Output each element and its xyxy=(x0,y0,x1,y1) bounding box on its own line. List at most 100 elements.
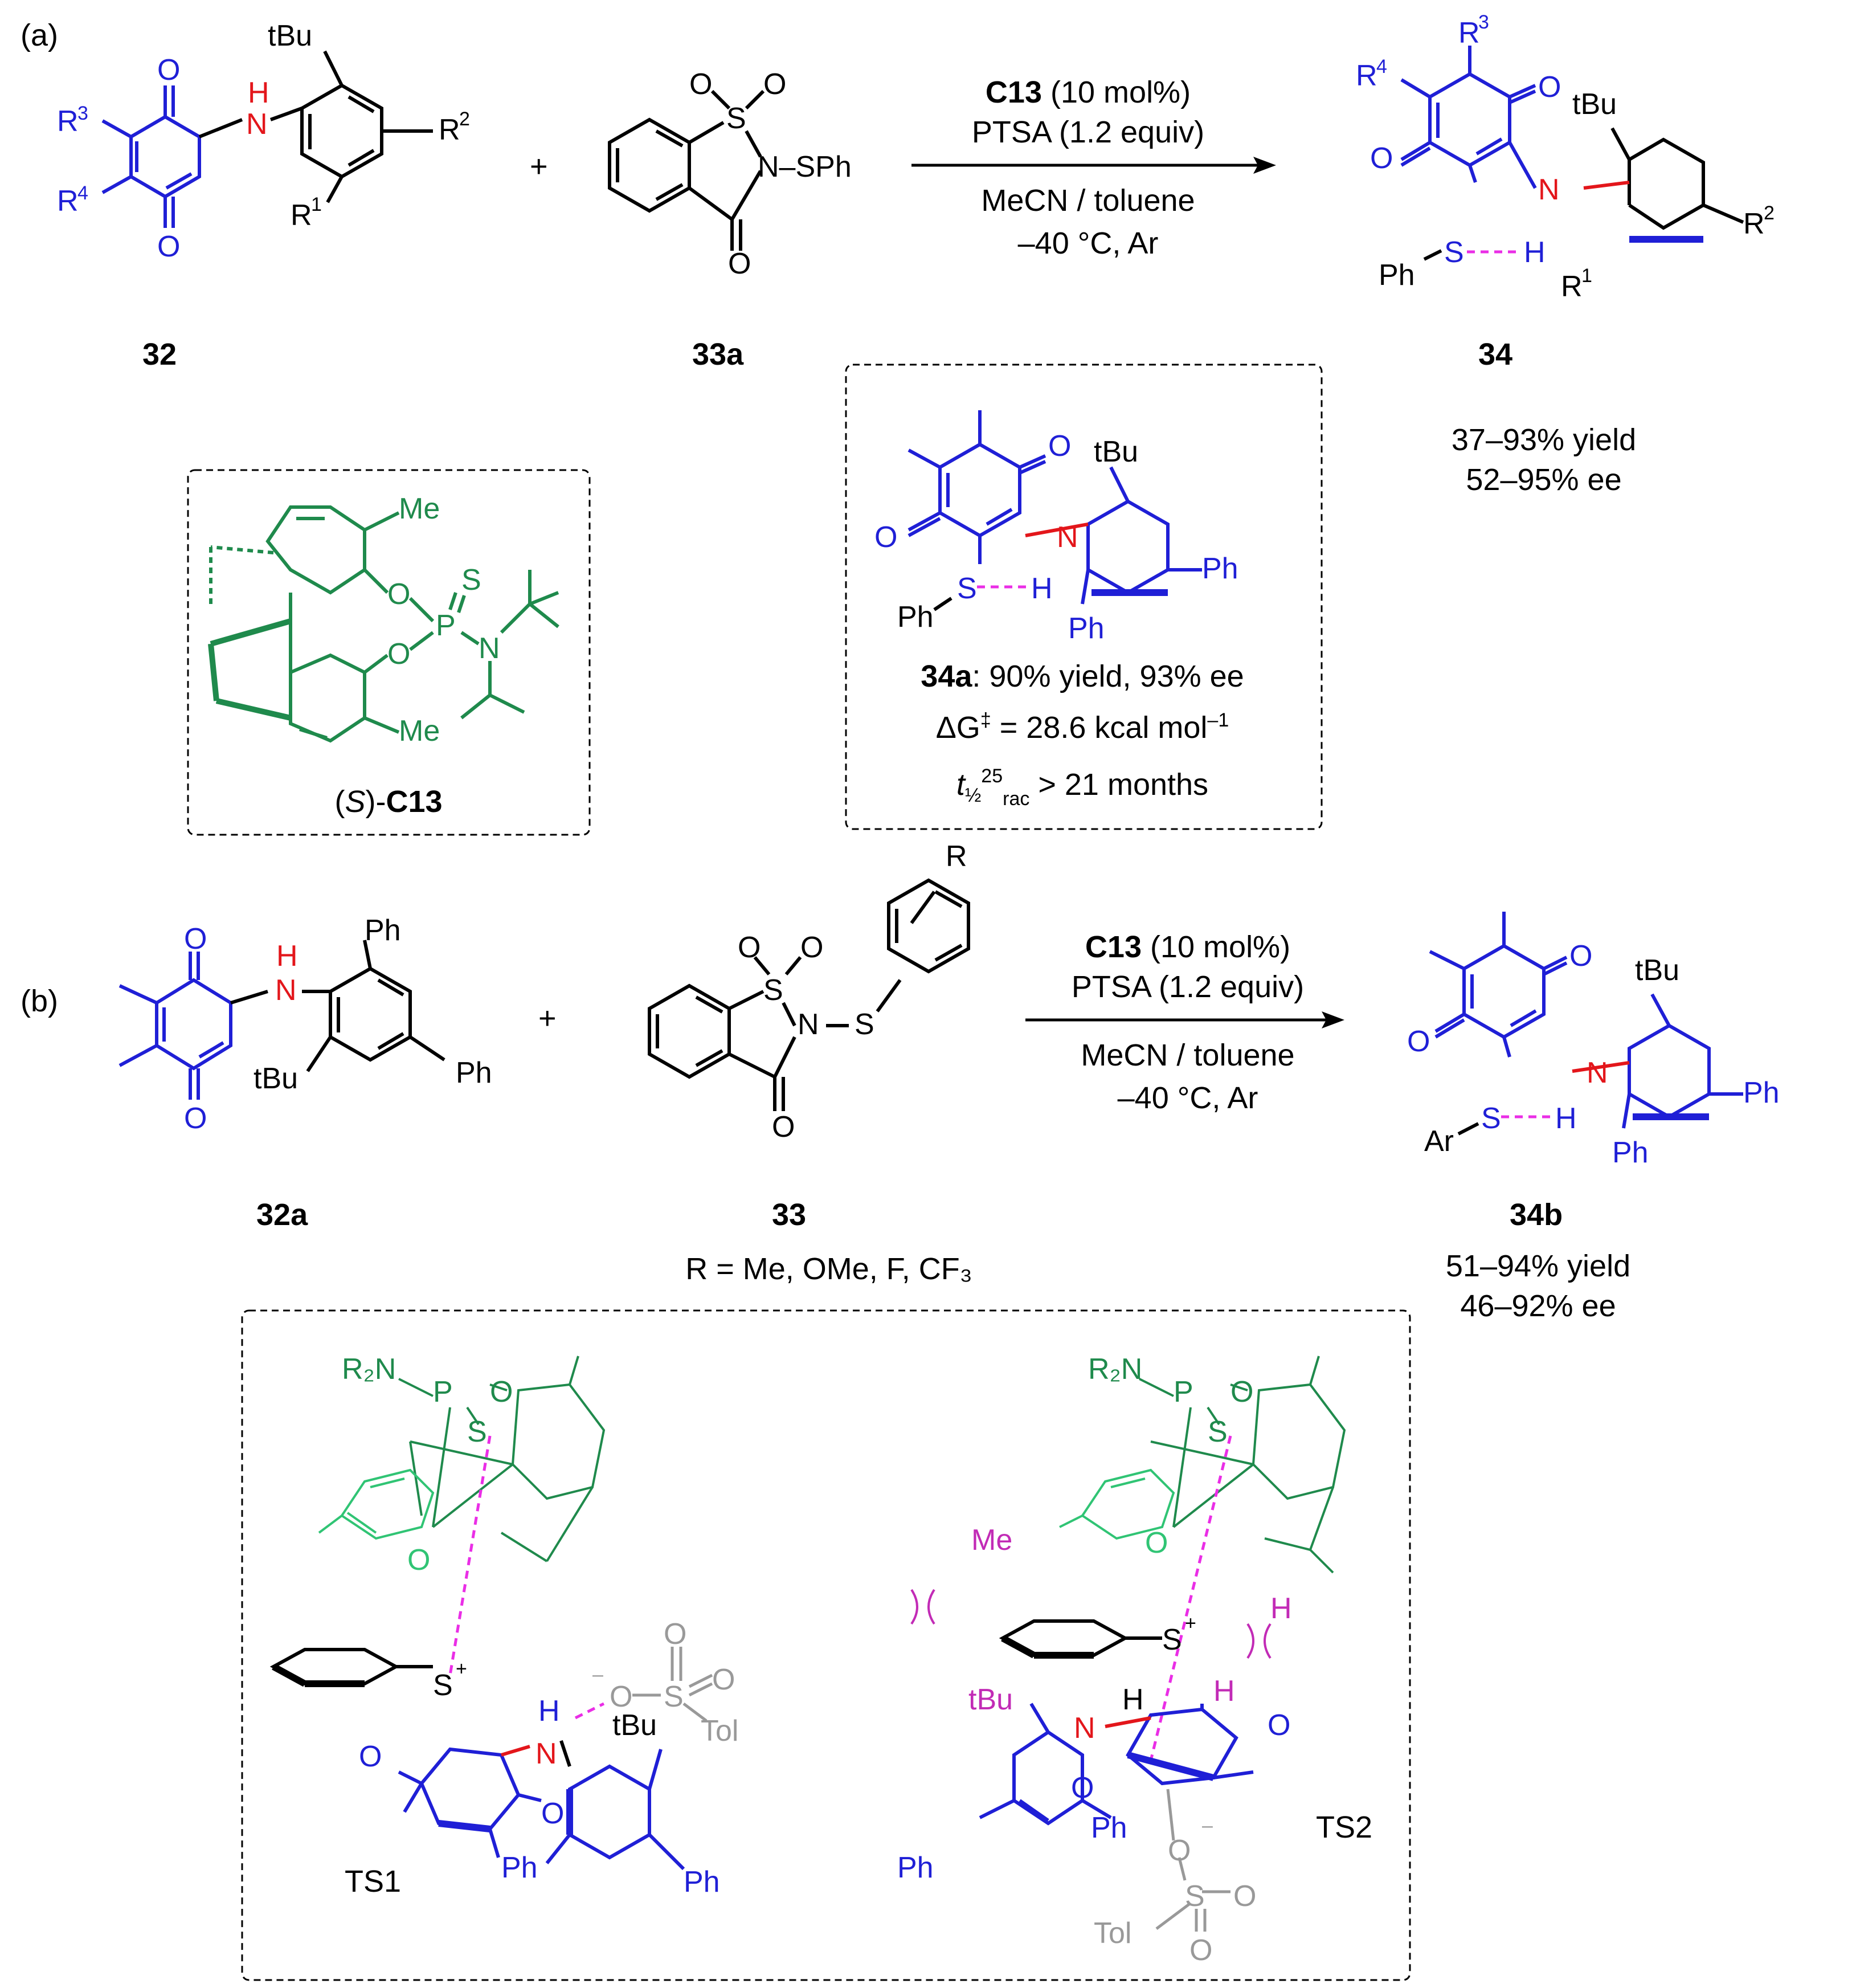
compound-32-atom: H xyxy=(248,76,269,109)
compound-34-atom: 3 xyxy=(1478,11,1489,33)
ts1-atom: O xyxy=(664,1618,686,1651)
compound-33a-atom: O xyxy=(763,68,786,101)
compound-32-atom: 2 xyxy=(459,108,470,130)
compound-34-atom: H xyxy=(1524,236,1546,269)
panel-b-label: (b) xyxy=(21,984,58,1018)
compound-34-atom: R xyxy=(1743,207,1765,240)
compound-33-atom: S xyxy=(855,1008,874,1041)
example-result: 34a: 90% yield, 93% ee xyxy=(921,659,1244,693)
compound-34b-atom: Ph xyxy=(1743,1076,1780,1109)
ts1-atom: H xyxy=(538,1695,560,1728)
compound-34b-atom: tBu xyxy=(1635,954,1679,987)
ts2-atom: + xyxy=(1185,1613,1196,1634)
compound-34b-atom: Ph xyxy=(1612,1136,1649,1169)
ts2-atom: O xyxy=(1071,1771,1094,1805)
compound-34a-atom: O xyxy=(1048,430,1071,463)
ts1-atom: Tol xyxy=(701,1715,738,1748)
ts1-atom: O xyxy=(541,1797,564,1830)
compound-32-atom: O xyxy=(157,230,180,263)
compound-34a-atom: Ph xyxy=(897,601,934,634)
compound-33-atom: O xyxy=(738,931,761,964)
compound-32-atom: 4 xyxy=(77,182,88,204)
compound-34b-atom: O xyxy=(1407,1025,1430,1058)
compound-34-atom: O xyxy=(1370,142,1393,175)
conditions-a-line3: MeCN / toluene xyxy=(981,183,1195,218)
compound-34b-atom: S xyxy=(1481,1102,1501,1135)
compound-32a-atom: O xyxy=(184,922,207,956)
ts2-atom: tBu xyxy=(968,1683,1013,1716)
ts1-atom: O xyxy=(407,1544,430,1577)
compound-34a-atom: H xyxy=(1031,572,1053,605)
ts1-atom: R₂N xyxy=(342,1353,396,1386)
plus-sign-b: + xyxy=(538,1001,557,1035)
compound-32-atom: R xyxy=(291,199,312,232)
compound-32-structure: O O R 3 R 4 H N tBu R 2 R 1 xyxy=(57,19,470,263)
conditions-b-line1: C13 (10 mol%) xyxy=(1085,930,1290,964)
compound-34a-atom: tBu xyxy=(1094,435,1138,468)
compound-34b-atom: H xyxy=(1555,1102,1577,1135)
compound-34-atom: tBu xyxy=(1572,88,1617,121)
compound-34-atom: R xyxy=(1356,59,1377,92)
ts2-atom: S xyxy=(1185,1880,1205,1913)
compound-34a-atom: Ph xyxy=(1068,612,1105,645)
compound-34-atom: S xyxy=(1444,236,1464,269)
catalyst-atom: Me xyxy=(399,715,440,748)
compound-33a-structure xyxy=(608,89,765,251)
example-barrier: ΔG‡ = 28.6 kcal mol–1 xyxy=(936,709,1229,745)
results-b-yield: 51–94% yield xyxy=(1446,1249,1630,1283)
ts1-atom: tBu xyxy=(612,1709,657,1742)
catalyst-atom: O xyxy=(387,638,410,671)
ts1-atom: Ph xyxy=(684,1865,720,1899)
compound-33a-atom: S xyxy=(726,102,746,135)
compound-33-atom: S xyxy=(763,974,783,1007)
compound-32a-atom: Ph xyxy=(365,914,401,947)
compound-32a-atom: tBu xyxy=(254,1062,298,1095)
ts1-atom: – xyxy=(592,1664,603,1685)
ts2-atom: O xyxy=(1230,1375,1253,1409)
catalyst-atom: O xyxy=(387,578,410,611)
ts2-atom: H xyxy=(1270,1592,1292,1625)
results-a-yield: 37–93% yield xyxy=(1452,423,1636,457)
conditions-b-line3: MeCN / toluene xyxy=(1081,1038,1294,1072)
catalyst-c13-structure xyxy=(208,505,559,743)
conditions-b-line2: PTSA (1.2 equiv) xyxy=(1072,970,1304,1004)
compound-32a-structure: O O H N Ph Ph tBu xyxy=(118,914,492,1135)
compound-32-atom: N xyxy=(246,108,268,141)
plus-sign-a: + xyxy=(530,149,548,183)
ts2-atom: S xyxy=(1208,1415,1228,1448)
compound-34-atom: 2 xyxy=(1764,202,1775,224)
example-halflife: t½25rac > 21 months xyxy=(956,765,1208,810)
compound-34b-atom: Ar xyxy=(1424,1125,1454,1158)
compound-33-atom: O xyxy=(800,931,823,964)
catalyst-atom: N xyxy=(479,632,500,665)
ts2-atom: Ph xyxy=(1091,1811,1127,1844)
ts2-structure: R₂N P O S O Me H S + H N H O O tBu Ph Ph… xyxy=(897,1353,1346,1967)
compound-33-structure xyxy=(648,878,970,1111)
compound-34-atom: Ph xyxy=(1379,259,1415,292)
compound-32-atom: O xyxy=(157,54,180,87)
compound-33-label: 33 xyxy=(772,1198,806,1232)
compound-32a-atom: H xyxy=(276,940,298,973)
compound-34b-label: 34b xyxy=(1510,1198,1563,1232)
ts1-atom: + xyxy=(456,1658,467,1680)
compound-34-atom: 4 xyxy=(1376,56,1387,77)
ts1-atom: O xyxy=(610,1680,632,1713)
catalyst-atom: P xyxy=(436,609,456,642)
reaction-arrowhead-b xyxy=(1322,1011,1344,1028)
compound-34a-atom: S xyxy=(957,572,977,605)
compound-32a-atom: N xyxy=(275,974,297,1007)
compound-34a-structure: O O N S H Ph tBu Ph Ph xyxy=(874,410,1238,645)
compound-34-atom: 1 xyxy=(1581,265,1592,287)
ts1-atom: O xyxy=(712,1663,735,1696)
catalyst-label: (S)-C13 xyxy=(334,785,442,819)
compound-34-label: 34 xyxy=(1478,337,1512,372)
ts1-atom: Ph xyxy=(501,1851,538,1884)
ts2-atom: Ph xyxy=(897,1851,934,1884)
ts1-atom: O xyxy=(359,1740,382,1773)
compound-32a-label: 32a xyxy=(256,1198,308,1232)
ts1-atom: S xyxy=(664,1680,684,1713)
compound-32-atom: R xyxy=(439,113,460,146)
results-a-ee: 52–95% ee xyxy=(1466,463,1621,497)
r-definition: R = Me, OMe, F, CF₃ xyxy=(685,1252,972,1286)
ts2-atom: O xyxy=(1233,1880,1256,1913)
